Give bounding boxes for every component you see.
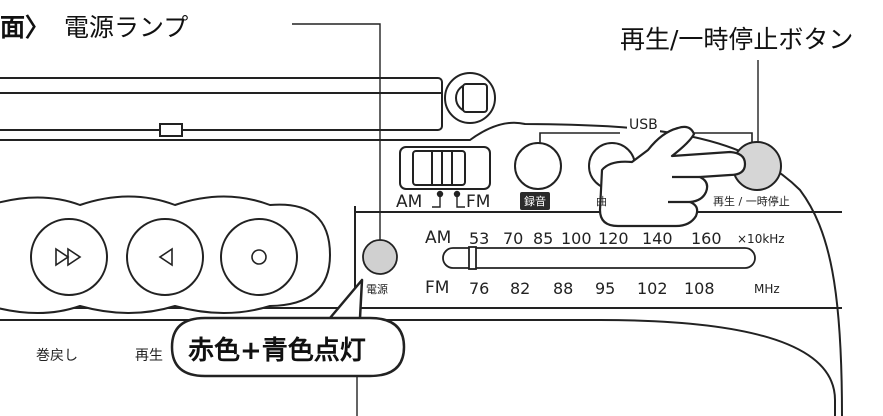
record-button[interactable] xyxy=(220,218,298,296)
fm-freq: 102 xyxy=(637,279,668,298)
am-freq: 53 xyxy=(469,229,490,248)
am-freq: 100 xyxy=(561,229,592,248)
rewind-icon xyxy=(158,247,173,267)
am-unit: ×10kHz xyxy=(737,232,785,246)
usb-frame xyxy=(539,132,753,150)
fast-forward-icon xyxy=(55,247,82,267)
band-fm: FM xyxy=(466,192,491,212)
fm-freq: 76 xyxy=(469,279,490,298)
play-label-partial: 再生 xyxy=(135,348,163,364)
play-pause-small-label: 再生 / 一時停止 xyxy=(713,195,790,208)
track-button-label: 曲 xyxy=(596,195,607,208)
record-icon xyxy=(251,249,267,265)
power-small-label: 電源 xyxy=(366,283,388,296)
fm-freq: 88 xyxy=(553,279,574,298)
pointing-hand-icon xyxy=(598,125,747,228)
usb-label: USB xyxy=(627,117,660,133)
power-lamp xyxy=(362,239,398,275)
rewind-button[interactable] xyxy=(126,218,204,296)
am-freq: 85 xyxy=(533,229,554,248)
tuning-dial xyxy=(442,246,756,270)
lamp-state-callout: 赤色+青色点灯 xyxy=(188,336,366,366)
fm-freq: 108 xyxy=(684,279,715,298)
band-switch[interactable] xyxy=(399,146,491,190)
rec-badge: 録音 xyxy=(520,192,550,210)
band-switch-markers xyxy=(432,190,465,208)
header-fragment: 面〉 xyxy=(0,13,51,42)
am-freq: 160 xyxy=(691,229,722,248)
play-pause-callout: 再生/一時停止ボタン xyxy=(620,25,854,54)
fm-freq: 82 xyxy=(510,279,531,298)
fm-unit: MHz xyxy=(754,282,780,296)
rewind-label: 巻戻し xyxy=(36,348,78,364)
speech-bubble xyxy=(170,278,406,378)
antenna-bar xyxy=(0,77,443,137)
fm-scale-label: FM xyxy=(425,278,450,298)
am-freq: 140 xyxy=(642,229,673,248)
am-freq: 120 xyxy=(598,229,629,248)
fm-freq: 95 xyxy=(595,279,616,298)
band-am: AM xyxy=(396,192,423,212)
am-scale-label: AM xyxy=(425,228,452,248)
transport-buttons xyxy=(0,195,332,314)
record-audio-button[interactable] xyxy=(514,142,562,190)
power-lamp-callout: 電源ランプ xyxy=(64,13,189,42)
antenna-hinge xyxy=(444,72,496,124)
am-freq: 70 xyxy=(503,229,524,248)
